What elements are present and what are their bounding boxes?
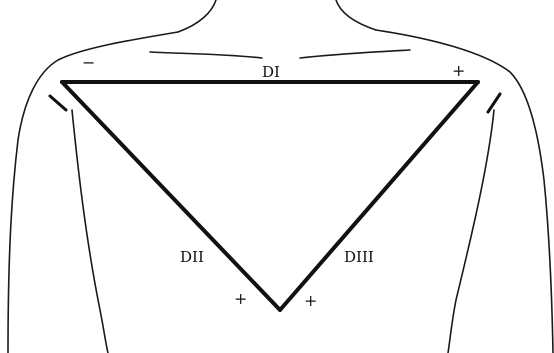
right-arm-electrode-mark <box>50 96 66 110</box>
left-leg-positive-sign-lead-3: + <box>304 291 317 310</box>
lead-3-label: DIII <box>344 248 374 266</box>
neck-right-outline <box>336 0 376 30</box>
lead-2-axis <box>62 82 280 310</box>
right-clavicle-outline <box>300 50 410 58</box>
neck-left-outline <box>178 0 216 32</box>
right-arm-negative-sign: − <box>82 53 95 72</box>
polarity-signs: − + + + <box>82 53 465 310</box>
einthoven-triangle <box>62 82 478 310</box>
left-clavicle-outline <box>150 52 262 58</box>
lead-2-label: DII <box>180 248 204 266</box>
electrode-markers <box>50 94 500 112</box>
lead-1-label: DI <box>262 63 280 81</box>
right-armpit-outline <box>448 110 494 353</box>
lead-3-axis <box>280 82 478 310</box>
left-armpit-outline <box>72 110 108 353</box>
left-leg-positive-sign-lead-2: + <box>234 289 247 308</box>
left-arm-positive-sign: + <box>452 61 465 80</box>
